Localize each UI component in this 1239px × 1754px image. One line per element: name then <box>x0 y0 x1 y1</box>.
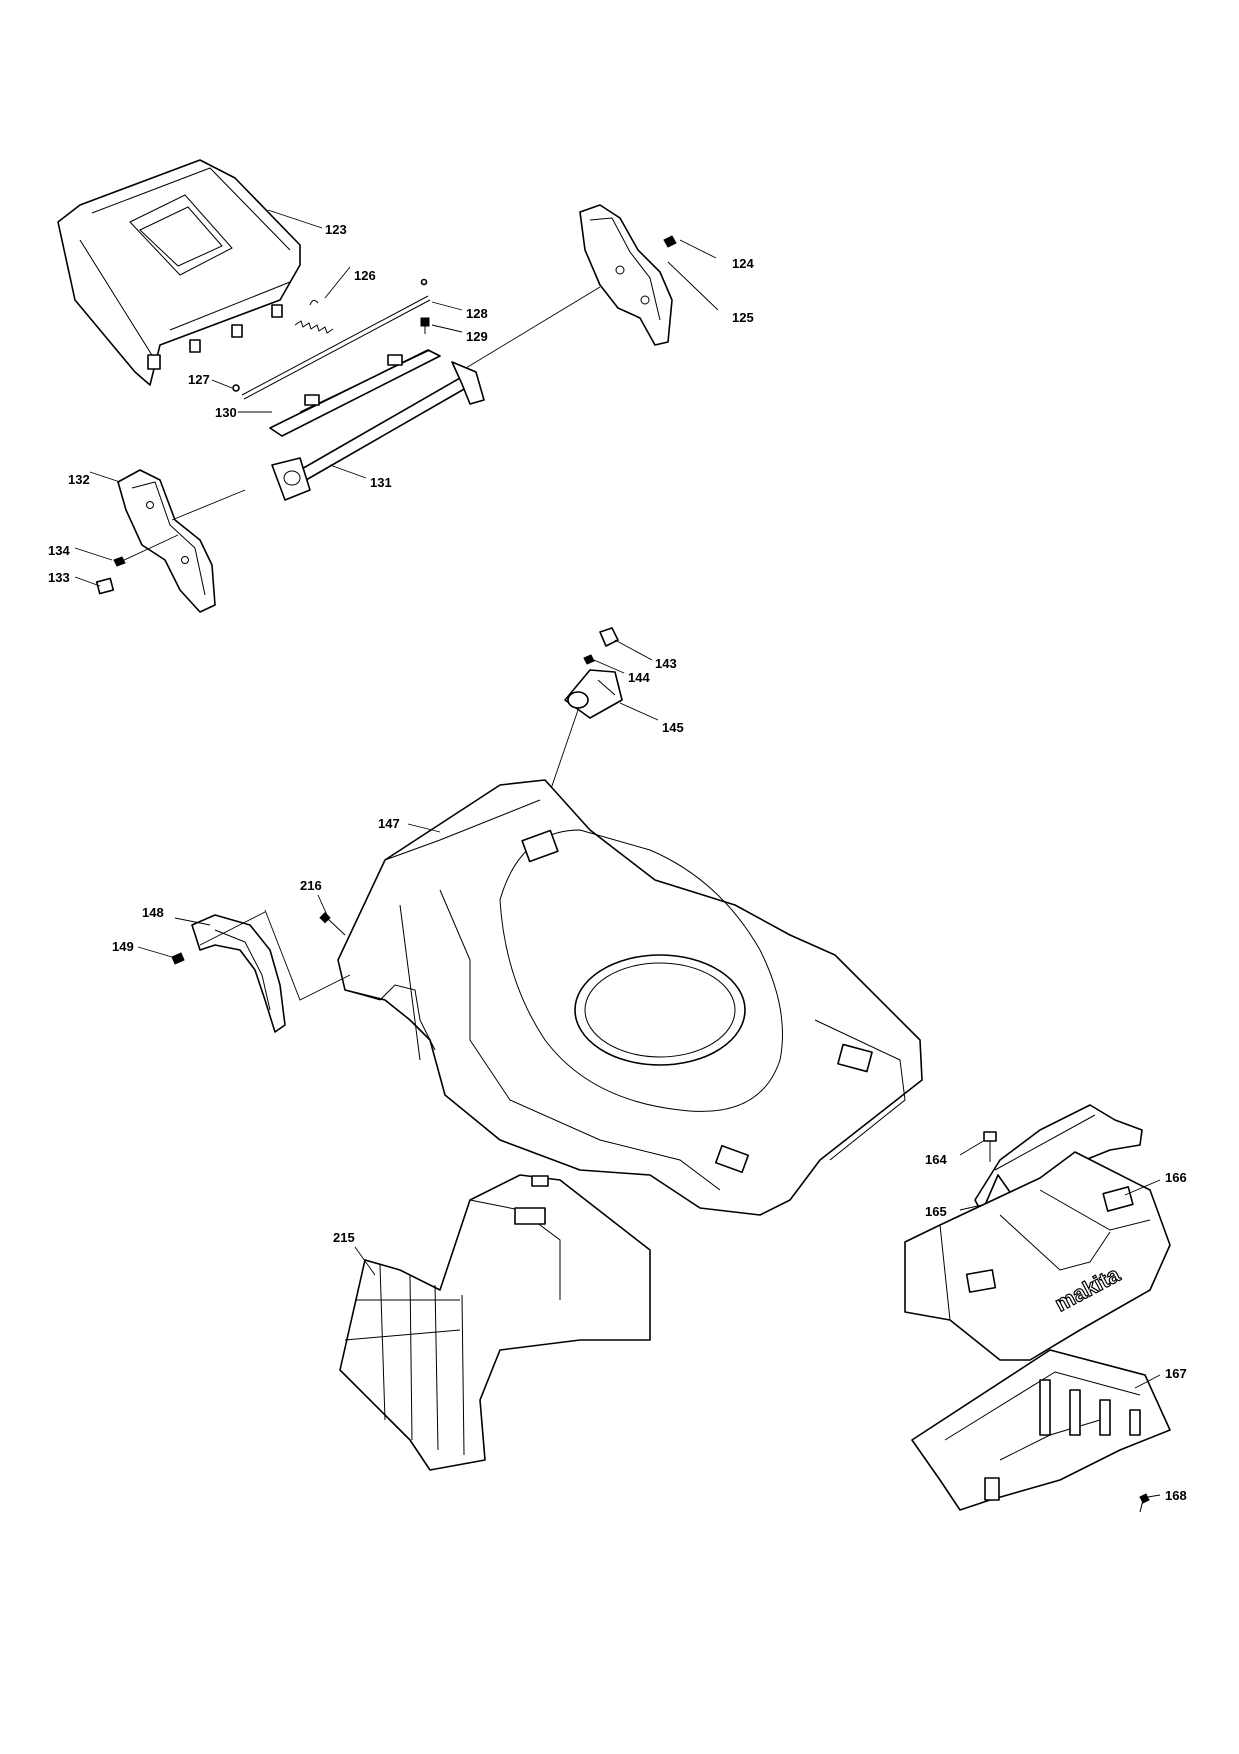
part-131-axle <box>271 361 485 501</box>
callout-133: 133 <box>48 570 70 585</box>
callout-128: 128 <box>466 306 488 321</box>
callout-145: 145 <box>662 720 684 735</box>
callout-132: 132 <box>68 472 90 487</box>
callout-124: 124 <box>732 256 754 271</box>
callout-labels: 123 124 125 126 127 128 129 130 131 132 … <box>48 222 1187 1503</box>
part-166-front-cover: makita <box>904 1151 1171 1361</box>
part-126-spring <box>294 299 334 334</box>
part-143-nut <box>599 627 619 647</box>
callout-131: 131 <box>370 475 392 490</box>
part-129-screw <box>420 317 430 334</box>
callout-165: 165 <box>925 1204 947 1219</box>
part-148-height-bracket <box>191 914 286 1033</box>
callout-123: 123 <box>325 222 347 237</box>
part-215-discharge-chute <box>339 1174 651 1471</box>
callout-144: 144 <box>628 670 650 685</box>
part-127-clip <box>232 384 240 392</box>
part-130-bracket-bar <box>269 349 441 437</box>
part-145-bracket <box>564 669 623 719</box>
callout-125: 125 <box>732 310 754 325</box>
callout-147: 147 <box>378 816 400 831</box>
part-128-rod <box>241 278 431 400</box>
callout-215: 215 <box>333 1230 355 1245</box>
part-216-screw <box>319 912 346 936</box>
part-149-screw <box>171 952 185 965</box>
part-124-screw <box>663 235 677 248</box>
part-132-side-plate <box>117 469 216 613</box>
part-147-deck <box>337 779 923 1216</box>
part-134-screw <box>113 556 126 567</box>
part-125-side-plate <box>579 204 673 346</box>
part-123-lid <box>57 159 301 386</box>
callout-134: 134 <box>48 543 70 558</box>
part-144-screw <box>583 654 595 665</box>
callout-168: 168 <box>1165 1488 1187 1503</box>
callout-149: 149 <box>112 939 134 954</box>
callout-143: 143 <box>655 656 677 671</box>
callout-164: 164 <box>925 1152 947 1167</box>
leader-lines <box>74 209 1161 1498</box>
callout-127: 127 <box>188 372 210 387</box>
part-133-nut <box>95 577 115 595</box>
part-164-screw <box>983 1131 997 1162</box>
callout-166: 166 <box>1165 1170 1187 1185</box>
callout-167: 167 <box>1165 1366 1187 1381</box>
callout-216: 216 <box>300 878 322 893</box>
callout-130: 130 <box>215 405 237 420</box>
part-167-rear-tray <box>911 1349 1171 1511</box>
callout-148: 148 <box>142 905 164 920</box>
part-168-screw <box>1139 1493 1150 1513</box>
callout-126: 126 <box>354 268 376 283</box>
callout-129: 129 <box>466 329 488 344</box>
